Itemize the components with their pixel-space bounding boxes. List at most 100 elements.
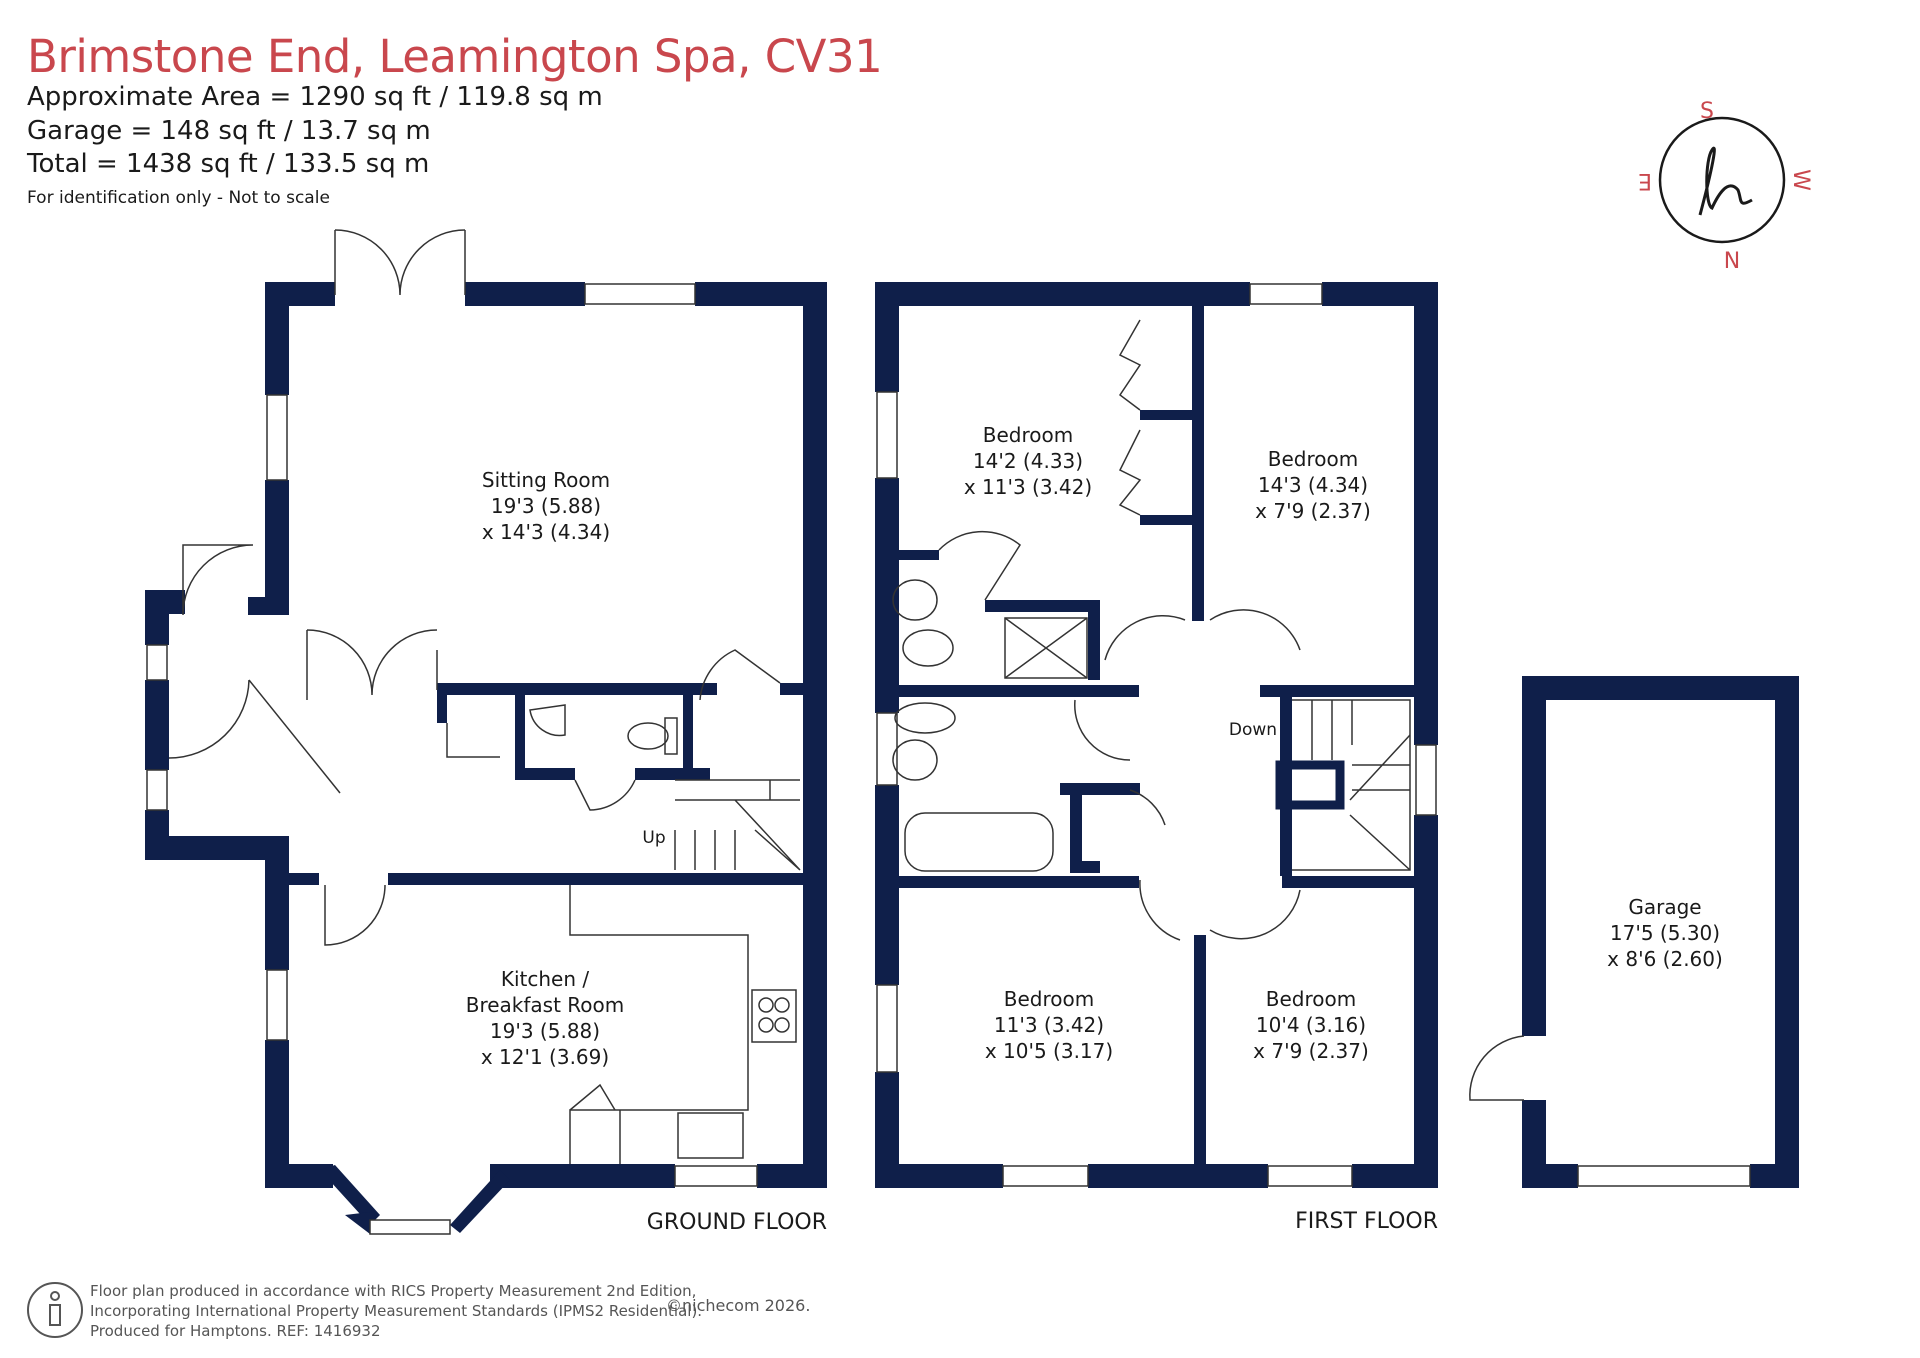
compass-n: N [1724, 249, 1740, 274]
wall [683, 690, 693, 780]
bay-window [369, 1219, 451, 1235]
wall [1194, 935, 1206, 1188]
wall [875, 785, 899, 985]
sitting-room-dim2: x 14'3 (4.34) [482, 520, 610, 544]
sitting-room: Sitting Room 19'3 (5.88) x 14'3 (4.34) [482, 468, 610, 544]
copyright: ©nichecom 2026. [666, 1296, 811, 1315]
wall [345, 1212, 370, 1234]
compass-e: E [1638, 168, 1652, 193]
wall [899, 685, 1139, 697]
total-area: Total = 1438 sq ft / 133.5 sq m [27, 149, 430, 179]
wall [780, 683, 810, 695]
stairs-up-label: Up [642, 828, 665, 848]
wall [1192, 306, 1204, 621]
hamptons-logo-icon [1698, 146, 1753, 216]
wall [265, 860, 289, 970]
wall [899, 550, 939, 560]
bedroom-2-dim1: 14'3 (4.34) [1258, 473, 1368, 497]
wall [635, 768, 710, 780]
footer-line-1: Floor plan produced in accordance with R… [90, 1282, 697, 1300]
wall [1414, 815, 1438, 1188]
wall [265, 1040, 289, 1188]
wall [145, 680, 169, 770]
wall [1775, 676, 1799, 1188]
wall [875, 1164, 1003, 1188]
sitting-room-name: Sitting Room [482, 468, 610, 492]
garage-area: Garage = 148 sq ft / 13.7 sq m [27, 116, 431, 146]
wall [145, 836, 289, 860]
bedroom-4-dim2: x 7'9 (2.37) [1253, 1039, 1369, 1063]
wall [320, 1165, 380, 1225]
wall [1522, 676, 1799, 700]
compass-w: W [1788, 169, 1813, 191]
wall [1522, 676, 1546, 1036]
wall [437, 683, 447, 723]
wall [875, 282, 899, 392]
first-floor [875, 282, 1438, 1188]
wall [450, 1170, 510, 1233]
kitchen-dim1: 19'3 (5.88) [490, 1019, 600, 1043]
bedroom-2-dim2: x 7'9 (2.37) [1255, 499, 1371, 523]
bedroom-2-name: Bedroom [1268, 447, 1358, 471]
wall [1282, 876, 1414, 888]
wall [1280, 685, 1292, 876]
bedroom-4: Bedroom 10'4 (3.16) x 7'9 (2.37) [1253, 987, 1369, 1063]
wall [1070, 783, 1082, 873]
wall [1088, 600, 1100, 680]
wall [145, 590, 185, 614]
garage-dim2: x 8'6 (2.60) [1607, 947, 1723, 971]
garage-details [1469, 1035, 1751, 1187]
person-icon [27, 1282, 83, 1338]
wall [1088, 1164, 1268, 1188]
wall [437, 683, 717, 695]
first-floor-label: FIRST FLOOR [1295, 1209, 1438, 1234]
compass: S W N E [1638, 99, 1813, 274]
garage-dim1: 17'5 (5.30) [1610, 921, 1720, 945]
wall [515, 768, 575, 780]
bedroom-4-name: Bedroom [1266, 987, 1356, 1011]
kitchen-dim2: x 12'1 (3.69) [481, 1045, 609, 1069]
kitchen: Kitchen / Breakfast Room 19'3 (5.88) x 1… [466, 967, 625, 1069]
garage [1522, 676, 1799, 1188]
wall [1352, 1164, 1438, 1188]
wall [1140, 410, 1198, 420]
wall [1140, 515, 1198, 525]
wall [1275, 760, 1345, 810]
stairs-down-label: Down [1229, 720, 1277, 740]
wall [875, 478, 899, 713]
wall [899, 876, 1139, 888]
approximate-area: Approximate Area = 1290 sq ft / 119.8 sq… [27, 82, 603, 112]
wall [1070, 861, 1100, 873]
compass-s: S [1700, 99, 1714, 124]
wall [1522, 1164, 1578, 1188]
wall [465, 282, 585, 306]
first-floor-details [876, 283, 1437, 1187]
wall [803, 282, 827, 1188]
wall [875, 282, 1250, 306]
bedroom-1: Bedroom 14'2 (4.33) x 11'3 (3.42) [964, 423, 1092, 499]
bedroom-1-name: Bedroom [983, 423, 1073, 447]
ground-floor [145, 282, 827, 1235]
ground-floor-label: GROUND FLOOR [647, 1210, 827, 1235]
scale-note: For identification only - Not to scale [27, 188, 330, 208]
bedroom-1-dim1: 14'2 (4.33) [973, 449, 1083, 473]
bedroom-1-dim2: x 11'3 (3.42) [964, 475, 1092, 499]
compass-ring [1658, 116, 1786, 244]
bedroom-2: Bedroom 14'3 (4.34) x 7'9 (2.37) [1255, 447, 1371, 523]
bedroom-3-dim2: x 10'5 (3.17) [985, 1039, 1113, 1063]
wall [985, 600, 1100, 612]
kitchen-name1: Kitchen / [501, 967, 590, 991]
wall [265, 1164, 333, 1188]
wall [248, 597, 289, 615]
wall [1414, 282, 1438, 745]
bedroom-3-dim1: 11'3 (3.42) [994, 1013, 1104, 1037]
footer-line-2: Incorporating International Property Mea… [90, 1302, 703, 1320]
ground-floor-details [146, 229, 801, 1187]
wall [289, 873, 319, 885]
garage-room: Garage 17'5 (5.30) x 8'6 (2.60) [1607, 895, 1723, 971]
kitchen-name2: Breakfast Room [466, 993, 625, 1017]
wall [388, 873, 803, 885]
bedroom-3: Bedroom 11'3 (3.42) x 10'5 (3.17) [985, 987, 1113, 1063]
wall [265, 282, 289, 395]
